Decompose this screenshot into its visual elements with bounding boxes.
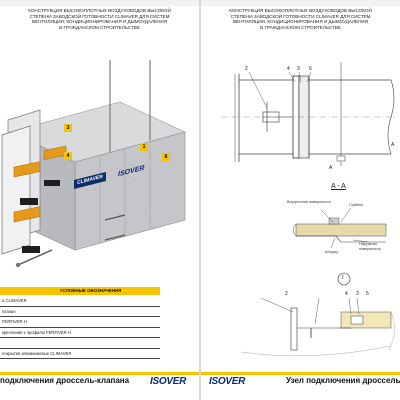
left-header: КОНСТРУКЦИЯ ВЫСОКОПЛОТНЫХ ВОЗДУХОВОДОВ В…	[14, 8, 185, 30]
footer-accent-line	[0, 372, 199, 375]
annotation-inner-surface: Наружная поверхность	[359, 242, 382, 251]
detail-callout: 4	[345, 291, 348, 297]
header-line: КОНСТРУКЦИЯ ВЫСОКОПЛОТНЫХ ВОЗДУХОВОДОВ В…	[229, 8, 372, 13]
section-label: A - A	[331, 183, 346, 190]
header-line: ВЕНТИЛЯЦИИ, КОНДИЦИОНИРОВАНИЯ И ДЫМОУДАЛ…	[31, 19, 168, 25]
annotation-shtuts: Штуцер	[325, 250, 339, 254]
right-page: КОНСТРУКЦИЯ ВЫСОКОПЛОТНЫХ ВОЗДУХОВОДОВ В…	[201, 0, 400, 400]
detail-drawing	[240, 297, 395, 357]
isover-logo: ISOVER	[150, 376, 186, 387]
drawing-callout: 4	[287, 66, 290, 72]
annotation-outer-surface: Внутренняя поверхность	[287, 200, 331, 204]
legend-row: FERFIVER H	[0, 316, 160, 328]
page-gutter	[199, 0, 201, 400]
callout-4: 4	[64, 152, 72, 160]
legend-cell	[0, 337, 160, 349]
legend-row: а CLIMAVER	[0, 296, 160, 307]
detail-marker	[337, 272, 351, 286]
legend-cell: FERFIVER H	[0, 316, 160, 328]
section-drawing	[292, 207, 387, 249]
legend-header: УСЛОВНЫЕ ОБОЗНАЧЕНИЯ	[0, 287, 160, 295]
legend-cell: крепления к профилю FERFIVER H	[0, 327, 160, 338]
duct-illustration	[1, 60, 186, 268]
header-line: СТЕПЕНИ ЗАВОДСКОЙ ГОТОВНОСТИ CLIMAVER ДЛ…	[29, 13, 170, 19]
legend-cell: покрытия алюминиевые CLIMAVER	[0, 348, 160, 359]
footer-accent-line	[201, 372, 400, 375]
detail-callout: 5	[366, 291, 369, 297]
header-line: В ГРАЖДАНСКОМ СТРОИТЕЛЬСТВЕ	[59, 24, 140, 30]
header-line: СТЕПЕНИ ЗАВОДСКОЙ ГОТОВНОСТИ CLIMAVER ДЛ…	[230, 13, 371, 19]
legend-cell: клапан	[0, 306, 160, 317]
detail-marker-label: I	[342, 275, 344, 281]
drawing-callout: 2	[245, 66, 248, 72]
left-page: КОНСТРУКЦИЯ ВЫСОКОПЛОТНЫХ ВОЗДУХОВОДОВ В…	[0, 0, 199, 400]
legend-table: а CLIMAVER клапан FERFIVER H крепления к…	[0, 296, 160, 359]
header-line: ВЕНТИЛЯЦИИ, КОНДИЦИОНИРОВАНИЯ И ДЫМОУДАЛ…	[232, 19, 369, 25]
drawing-callout: 3	[297, 66, 300, 72]
right-header: КОНСТРУКЦИЯ ВЫСОКОПЛОТНЫХ ВОЗДУХОВОДОВ В…	[215, 8, 386, 30]
annotation-flange: Горбень	[349, 203, 364, 207]
damper-blades	[13, 145, 67, 223]
detail-callout: 2	[285, 291, 288, 297]
callout-3: 3	[64, 124, 72, 132]
legend-title: УСЛОВНЫЕ ОБОЗНАЧЕНИЯ	[60, 288, 122, 293]
flange-frame-front	[1, 125, 31, 255]
legend-cell: а CLIMAVER	[0, 296, 160, 307]
detail-callout: 3	[356, 291, 359, 297]
legend-row: покрытия алюминиевые CLIMAVER	[0, 348, 160, 359]
legend-row	[0, 337, 160, 349]
legend-row: клапан	[0, 306, 160, 317]
plan-drawing	[221, 62, 396, 166]
callout-6: 6	[162, 153, 170, 161]
drawing-callout: 6	[309, 66, 312, 72]
callout-1: 1	[140, 143, 148, 151]
legend-row: крепления к профилю FERFIVER H	[0, 327, 160, 338]
section-arrow-top: A	[391, 142, 395, 148]
header-line: КОНСТРУКЦИЯ ВЫСОКОПЛОТНЫХ ВОЗДУХОВОДОВ В…	[28, 8, 171, 13]
top-strip	[0, 0, 199, 6]
right-footer-title: Узел подключения дроссель-клапана	[286, 376, 400, 385]
left-footer-title: подключения дроссель-клапана	[0, 376, 130, 385]
section-arrow-bottom: A	[329, 165, 333, 171]
isover-logo: ISOVER	[209, 376, 245, 387]
header-line: В ГРАЖДАНСКОМ СТРОИТЕЛЬСТВЕ	[260, 24, 341, 30]
top-strip	[201, 0, 400, 6]
